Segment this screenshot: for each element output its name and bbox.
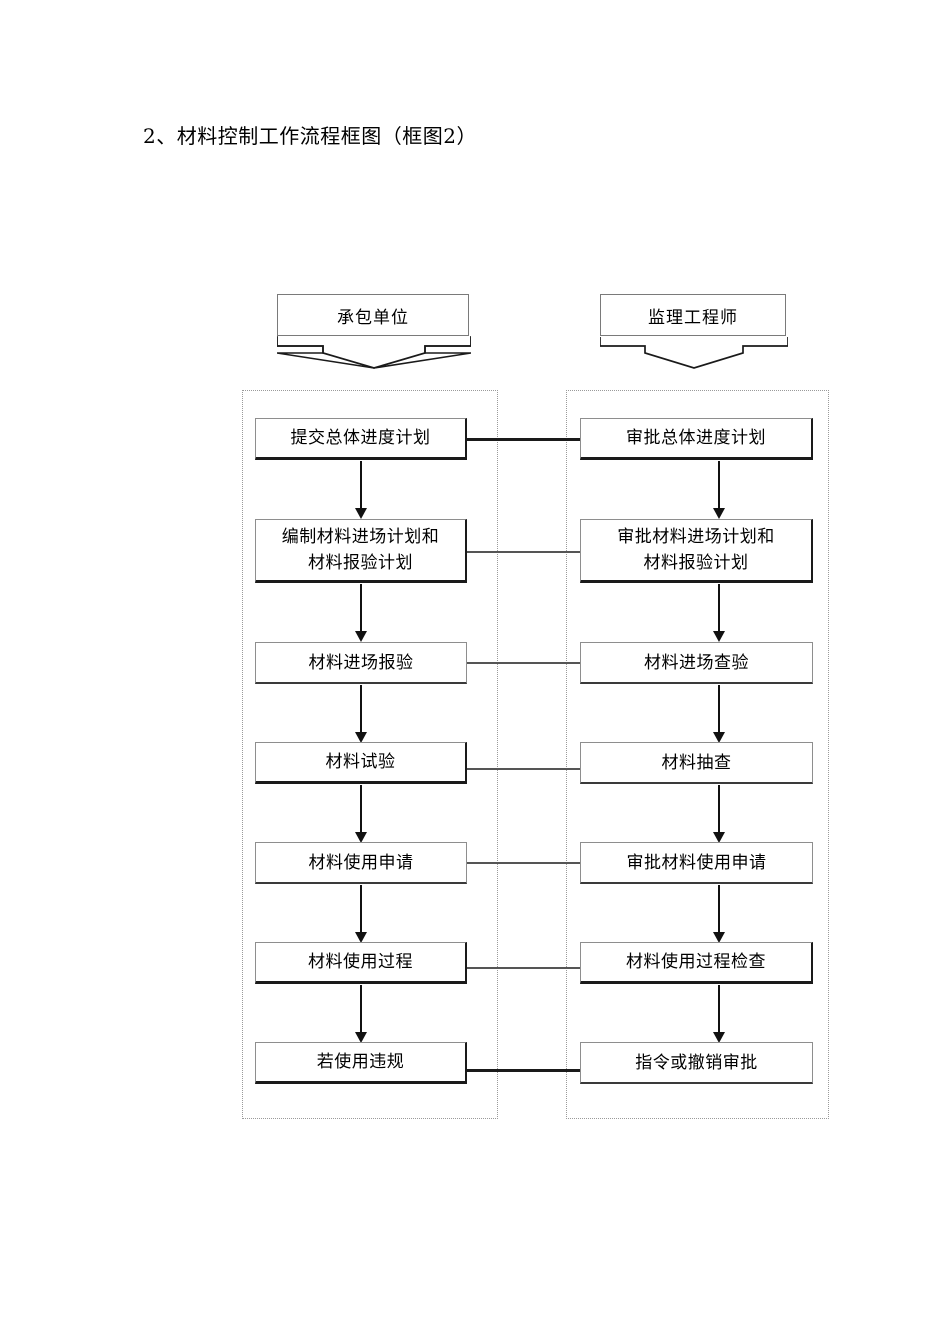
- flow-arrowhead-left-3-4: [355, 732, 367, 743]
- flow-arrow-right-2-3: [718, 584, 720, 634]
- process-box-left-3[interactable]: 材料进场报验: [255, 642, 467, 684]
- flow-arrow-left-2-3: [360, 584, 362, 634]
- process-box-left-4[interactable]: 材料试验: [255, 742, 467, 784]
- cross-lane-connector-5: [467, 862, 580, 864]
- cross-lane-connector-2: [467, 551, 580, 553]
- cross-lane-connector-3: [467, 662, 580, 664]
- flow-arrowhead-right-2-3: [713, 631, 725, 642]
- flow-arrowhead-left-1-2: [355, 508, 367, 519]
- lane-contractor: [242, 390, 498, 1119]
- lane-supervisor: [566, 390, 829, 1119]
- cross-lane-connector-7: [467, 1069, 580, 1072]
- process-box-left-5[interactable]: 材料使用申请: [255, 842, 467, 884]
- process-box-right-5[interactable]: 审批材料使用申请: [580, 842, 813, 884]
- flow-arrow-right-3-4: [718, 685, 720, 735]
- process-box-right-2-label: 审批材料进场计划和 材料报验计划: [617, 527, 775, 573]
- flow-arrowhead-right-3-4: [713, 732, 725, 743]
- cross-lane-connector-1: [467, 438, 580, 441]
- role-box-supervisor[interactable]: 监理工程师: [600, 294, 786, 336]
- flow-arrow-right-1-2: [718, 461, 720, 511]
- flow-arrow-left-1-2: [360, 461, 362, 511]
- role-box-contractor[interactable]: 承包单位: [277, 294, 469, 336]
- process-box-right-2[interactable]: 审批材料进场计划和 材料报验计划: [580, 519, 813, 583]
- page-title: 2、材料控制工作流程框图（框图2）: [143, 124, 477, 148]
- process-box-right-1[interactable]: 审批总体进度计划: [580, 418, 813, 460]
- flow-arrowhead-right-6-7: [713, 1032, 725, 1043]
- flow-arrow-right-5-6: [718, 885, 720, 935]
- cross-lane-connector-6: [467, 967, 580, 969]
- flow-arrow-left-5-6: [360, 885, 362, 935]
- chevron-down-icon-contractor: [277, 336, 471, 369]
- process-box-left-2-label: 编制材料进场计划和 材料报验计划: [281, 527, 440, 573]
- flow-arrowhead-left-4-5: [355, 832, 367, 843]
- flow-arrow-right-4-5: [718, 785, 720, 835]
- flow-arrowhead-left-2-3: [355, 631, 367, 642]
- flow-arrowhead-right-4-5: [713, 832, 725, 843]
- flow-arrowhead-right-1-2: [713, 508, 725, 519]
- flow-arrow-left-4-5: [360, 785, 362, 835]
- process-box-right-3[interactable]: 材料进场查验: [580, 642, 813, 684]
- flow-arrow-right-6-7: [718, 985, 720, 1035]
- process-box-left-1[interactable]: 提交总体进度计划: [255, 418, 467, 460]
- cross-lane-connector-4: [467, 768, 580, 770]
- flow-arrow-left-6-7: [360, 985, 362, 1035]
- process-box-left-2[interactable]: 编制材料进场计划和 材料报验计划: [255, 519, 467, 583]
- chevron-down-icon-supervisor: [600, 337, 788, 369]
- process-box-right-4[interactable]: 材料抽查: [580, 742, 813, 784]
- process-box-right-7[interactable]: 指令或撤销审批: [580, 1042, 813, 1084]
- process-box-right-6[interactable]: 材料使用过程检查: [580, 942, 813, 984]
- flow-arrowhead-left-6-7: [355, 1032, 367, 1043]
- flow-arrow-left-3-4: [360, 685, 362, 735]
- flow-arrowhead-left-5-6: [355, 932, 367, 943]
- flow-arrowhead-right-5-6: [713, 932, 725, 943]
- process-box-left-7[interactable]: 若使用违规: [255, 1042, 467, 1084]
- process-box-left-6[interactable]: 材料使用过程: [255, 942, 467, 984]
